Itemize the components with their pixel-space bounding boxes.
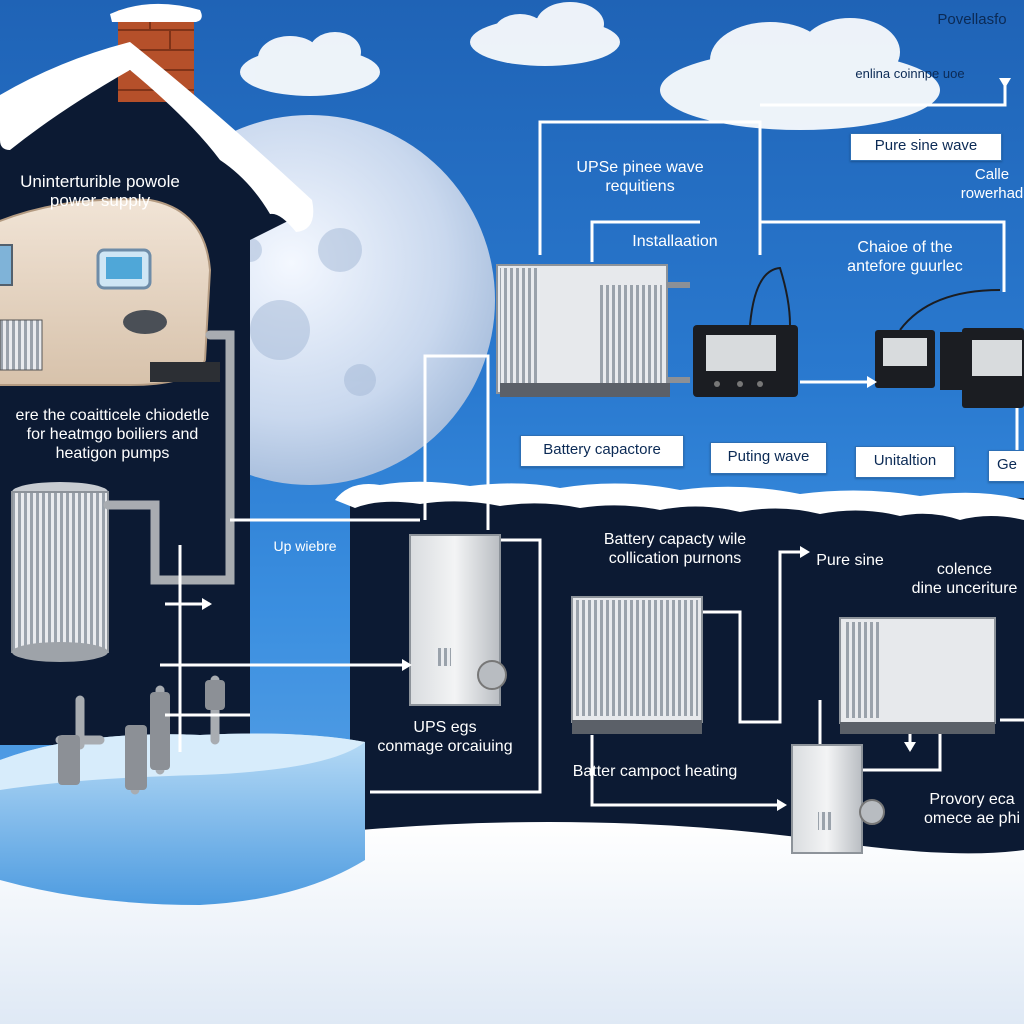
puting-wave-box: Puting wave — [710, 442, 827, 474]
label-ups-title-line2: power supply — [49, 191, 151, 210]
label-ups-consumption-line1: UPS egs — [413, 719, 477, 736]
label-ups-sine-req-line1: UPSe pinee wave — [576, 159, 704, 176]
label-installation: Installaation — [632, 233, 718, 250]
clouds — [240, 2, 940, 130]
arrowheads — [202, 78, 1011, 811]
label-provory-line2: omece ae phi — [923, 810, 1021, 827]
boiler-unit — [409, 534, 507, 706]
battery-capacity-box: Battery capactore — [520, 435, 684, 467]
label-ups-sine-req: UPSe pinee wave requitiens — [550, 158, 730, 196]
pure-sine-box: Pure sine wave — [850, 133, 1002, 161]
label-ups-title: Uninterturible powole power supply — [0, 172, 200, 210]
label-top-right-corner: Povellasfo — [937, 11, 1007, 28]
label-colence-line1: colence — [936, 561, 993, 578]
label-compatibility-line1: ere the coaitticele chiodetle — [15, 407, 210, 424]
label-compatibility-line3: heatigon pumps — [55, 445, 170, 462]
cylinder-heat-pump — [11, 482, 109, 662]
ge-box: Ge — [988, 450, 1024, 482]
small-boiler — [791, 744, 885, 854]
label-up-wiebre: Up wiebre — [273, 538, 337, 554]
lower-ac-right — [839, 617, 996, 734]
snow-ledge — [335, 481, 1024, 520]
unitaltion-box: Unitaltion — [855, 446, 955, 478]
label-ups-title-line1: Uninterturible powole — [20, 172, 180, 191]
label-battery-heating: Batter campoct heating — [572, 763, 738, 780]
label-calle-line2: rowerhad — [960, 185, 1024, 202]
roof-snow — [0, 42, 314, 232]
label-colence: colence dine unceriture — [905, 560, 1024, 598]
upper-ac-unit — [496, 264, 690, 397]
label-ups-sine-req-line2: requitiens — [605, 178, 675, 195]
label-pure-sine-lower: Pure sine — [816, 552, 884, 569]
label-top-right-sub: enlina coinnpe uoe — [855, 66, 965, 81]
ups-device — [0, 198, 220, 386]
connector-lines — [160, 80, 1024, 807]
lower-ac-left — [571, 596, 703, 734]
label-colence-line2: dine unceriture — [911, 580, 1018, 597]
label-compatibility: ere the coaitticele chiodetle for heatmg… — [0, 406, 225, 463]
label-provory-line1: Provory eca — [929, 791, 1015, 808]
label-provory: Provory eca omece ae phi — [920, 790, 1024, 828]
label-ups-consumption: UPS egs conmage orcaiuing — [370, 718, 520, 756]
label-calle-line1: Calle — [974, 166, 1010, 183]
label-battery-calc-line1: Battery capacty wile — [603, 531, 747, 548]
controller-b — [875, 289, 1024, 408]
label-calle: Calle rowerhad — [960, 165, 1024, 203]
label-choice-line2: antefore guurlec — [847, 258, 963, 275]
controller-a — [693, 266, 798, 397]
label-ups-consumption-line2: conmage orcaiuing — [377, 738, 513, 755]
label-choice: Chaioe of the antefore guurlec — [820, 238, 990, 276]
label-battery-calc: Battery capacty wile collication purnons — [580, 530, 770, 568]
label-choice-line1: Chaioe of the — [857, 239, 953, 256]
label-battery-calc-line2: collication purnons — [608, 550, 742, 567]
label-compatibility-line2: for heatmgo boiliers and — [26, 426, 199, 443]
